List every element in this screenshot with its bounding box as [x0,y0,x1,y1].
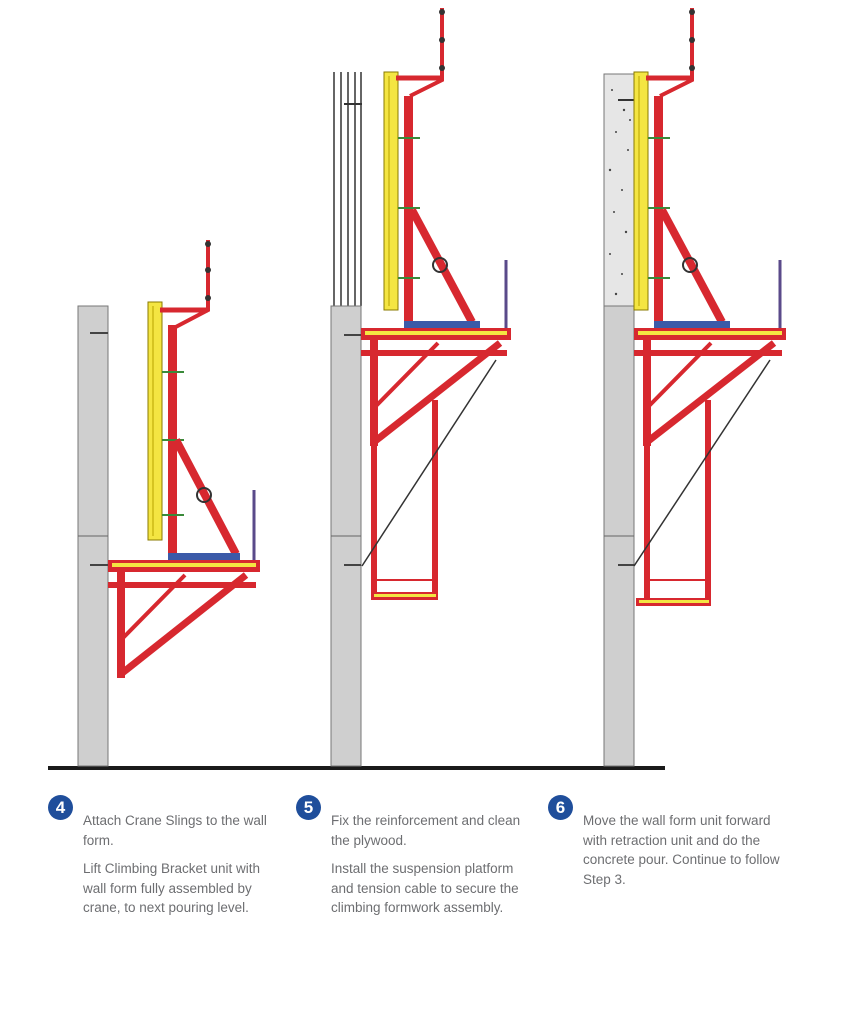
stage-4-assembly [77,240,260,767]
wall-form-panel [147,301,163,541]
wall-form-panel [633,71,649,311]
push-pull-prop [658,208,726,324]
push-pull-prop [408,208,476,324]
step-paragraph: Lift Climbing Bracket unit with wall for… [83,861,261,915]
climbing-bracket-post [370,340,378,446]
step-number-badge: 4 [48,795,73,820]
bracket-diagonal [371,340,503,445]
step-paragraph: Install the suspension platform and tens… [331,861,519,915]
stage-5-assembly [330,8,511,767]
step-description: Attach Crane Slings to the wall form. Li… [83,811,283,927]
retraction-base [404,321,480,329]
bracket-diagonal [118,572,249,677]
step-description: Move the wall form unit forward with ret… [583,811,783,898]
climbing-bracket-post [117,572,125,678]
suspension-platform [636,400,711,606]
retraction-base [168,553,240,561]
step-paragraph: Fix the reinforcement and clean the plyw… [331,813,521,848]
step-number-badge: 6 [548,795,573,820]
push-pull-prop [172,438,240,556]
step-description: Fix the reinforcement and clean the plyw… [331,811,531,927]
new-concrete-pour [603,73,635,307]
retraction-base [654,321,730,329]
climbing-bracket-post [643,340,651,446]
tension-cable [361,359,497,567]
step-number-badge: 5 [296,795,321,820]
suspension-platform [371,400,438,600]
step-paragraph: Move the wall form unit forward with ret… [583,813,780,887]
stage-6-assembly [603,8,786,767]
strongback [404,96,413,328]
ground-line [48,766,665,770]
formwork-diagram [48,8,786,770]
tension-cable [633,359,771,567]
step-paragraph: Attach Crane Slings to the wall form. [83,813,267,848]
wall-form-panel [383,71,399,311]
bracket-diagonal [644,340,777,445]
strongback [654,96,663,328]
reinforcement-bars [333,72,362,306]
